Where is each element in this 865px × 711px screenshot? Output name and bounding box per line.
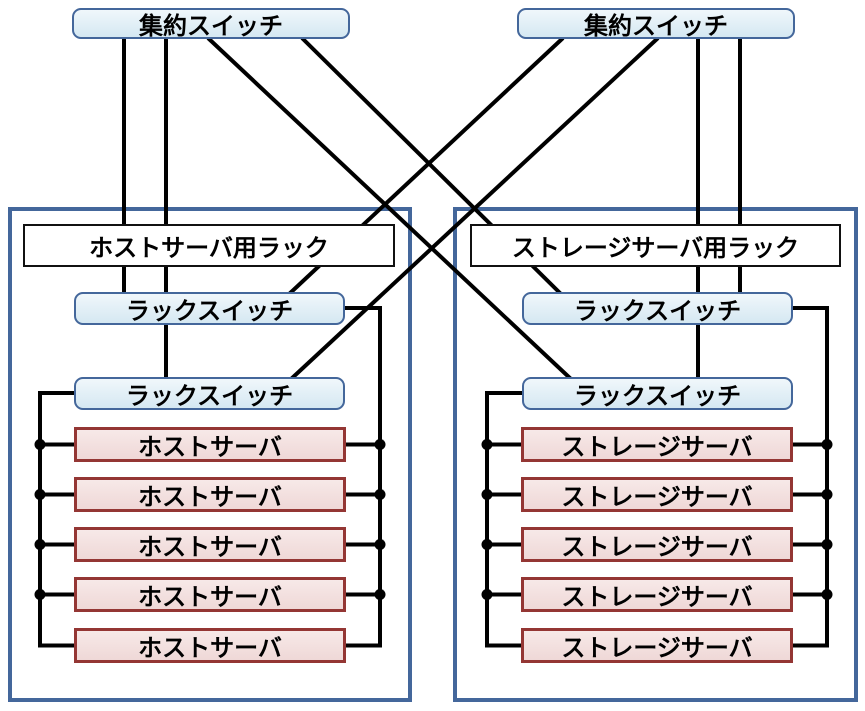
host-rack-left-bus xyxy=(38,391,76,648)
junction-dot xyxy=(34,489,46,500)
junction-dot xyxy=(34,539,46,550)
junction-dot xyxy=(374,539,386,550)
storage-rack-left-bus xyxy=(485,391,524,648)
host-server-3: ホストサーバ xyxy=(74,527,346,562)
junction-dot xyxy=(821,589,833,600)
host-rack-label: ホストサーバ用ラック xyxy=(23,224,395,267)
host-rack-switch-1: ラックスイッチ xyxy=(74,292,345,325)
storage-rack-switch-1: ラックスイッチ xyxy=(522,292,793,325)
host-rack-right-bus xyxy=(344,306,382,648)
junction-dot xyxy=(34,589,46,600)
junction-dot xyxy=(821,489,833,500)
host-server-2: ホストサーバ xyxy=(74,477,346,512)
junction-dot xyxy=(821,439,833,450)
junction-dot xyxy=(481,489,493,500)
storage-rack-container xyxy=(453,207,858,702)
storage-server-4: ストレージサーバ xyxy=(521,577,793,612)
junction-dot xyxy=(821,539,833,550)
aggregation-switch-left: 集約スイッチ xyxy=(72,8,350,40)
junction-dot xyxy=(374,489,386,500)
junction-dot xyxy=(34,439,46,450)
host-server-5: ホストサーバ xyxy=(74,628,346,663)
junction-dots xyxy=(34,439,833,600)
host-server-1: ホストサーバ xyxy=(74,427,346,462)
junction-dot xyxy=(481,589,493,600)
storage-server-3: ストレージサーバ xyxy=(521,527,793,562)
aggregation-switch-right: 集約スイッチ xyxy=(517,8,795,40)
link-aggleft-storage-rackswitch2 xyxy=(206,36,574,382)
host-rack-switch-2: ラックスイッチ xyxy=(74,377,345,410)
junction-dot xyxy=(481,439,493,450)
host-server-4: ホストサーバ xyxy=(74,577,346,612)
storage-server-5: ストレージサーバ xyxy=(521,628,793,663)
storage-server-2: ストレージサーバ xyxy=(521,477,793,512)
host-rack-container xyxy=(8,207,412,702)
junction-dot xyxy=(374,589,386,600)
storage-rack-label: ストレージサーバ用ラック xyxy=(470,224,841,267)
storage-rack-right-bus xyxy=(791,306,829,648)
storage-server-1: ストレージサーバ xyxy=(521,427,793,462)
link-aggright-host-rackswitch2 xyxy=(288,36,660,382)
storage-rack-switch-2: ラックスイッチ xyxy=(522,377,793,410)
junction-dot xyxy=(374,439,386,450)
junction-dot xyxy=(481,539,493,550)
